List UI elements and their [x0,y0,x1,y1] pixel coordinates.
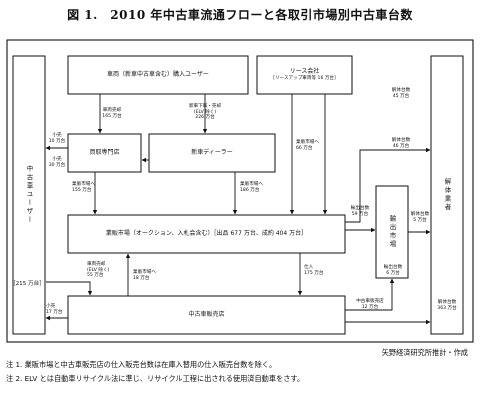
source-credit: 矢野経済研究所推計・作成 [381,348,468,357]
auction-box [67,214,346,254]
flow-user-to-buyer: 車両売却 165 万台 [102,108,122,119]
flow-dealer-to-auction: 業販市場へ 186 万台 [240,182,263,193]
auction-node: 業販市場（オークション、入札会含む）［出品 677 万台、成約 404 万台］ [68,215,345,253]
buyer-shop-node: 買取専門店 [68,134,141,172]
used-user-label: 中古車ユーザー [25,165,33,225]
flow-buyer-to-auction: 業販市場へ 155 万台 [72,182,95,193]
flow-user-to-dealer: 新車下取・売却 (ELV 除く) 226 万台 [188,104,222,121]
flow-used-dealer-to-dismantle: 中古車販売店 12 万台 [356,299,384,310]
note-2: 注 2. ELV とは自動車リサイクル法に準じ、リサイクル工程に出される使用済自… [6,374,305,383]
export-label: 輸出市場 [388,215,396,249]
buyer-shop-box [67,133,142,173]
dismantle-box [430,55,464,335]
buyer-shop-label: 買取専門店 [89,149,120,157]
lease-box [256,55,353,95]
used-user-node: 中古車ユーザー [13,56,45,334]
figure-title: 図 1. 2010 年中古車流通フローと各取引市場別中古車台数 [67,8,413,22]
dealer-box [148,133,276,173]
dismantle-label: 解体業者 [443,178,451,212]
flow-dismantle-total: 解体台数 363 万台 [437,300,457,311]
flow-used-dealer-to-auction: 業販市場へ 18 万台 [133,270,156,281]
auction-label: 業販市場（オークション、入札会含む）［出品 677 万台、成約 404 万台］ [105,230,308,238]
used-user-box [12,55,46,335]
flow-export-to-dismantle: 解体台数 5 万台 [410,212,430,223]
flow-used-user-retail: 小売 17 万台 [46,304,63,315]
arrow-used-dealer-to-export [345,278,395,311]
dismantle-node: 解体業者 [431,56,463,334]
flow-auction-to-dismantle: 解体台数 46 万台 [391,138,411,149]
arrow-auction-to-dismantle [345,147,431,223]
flow-used-dealer-to-export: 輸出台数 6 万台 [383,265,403,276]
export-node: 輸出市場 [376,186,408,278]
flow-used-dealer-from-user: 車両売却 (ELV 除く) 55 万台 [87,262,110,279]
users-box [67,55,249,95]
used-dealer-label: 中古車販売店 [188,311,225,319]
note-1: 注 1. 業販市場と中古車販売店の仕入販売台数は在庫入替用の仕入販売台数を除く。 [6,360,277,369]
flow-auction-to-export: 輸出台数 59 万台 [350,206,370,217]
flow-auction-to-used-dealer: 仕入 175 万台 [304,265,324,276]
lease-node: リース会社 ［リースアップ車両等 16 万台］ [257,56,352,94]
flow-users-to-dismantle: 解体台数 45 万台 [391,88,411,99]
users-node: 車両（新車中古車含む）購入ユーザー [68,56,248,94]
lease-label: リース会社 [289,67,320,75]
flow-buyer-to-used-user: 小売 10 万台 [48,133,66,144]
lease-sub-label: ［リースアップ車両等 16 万台］ [270,76,339,81]
dealer-node: 新車ディーラー [149,134,275,172]
count-215-label: ［215 万台］ [10,281,45,287]
flow-dealer-to-used-user: 小売 30 万台 [48,157,66,168]
dealer-label: 新車ディーラー [191,149,233,157]
used-dealer-box [67,295,346,335]
flow-users-to-auction: 業販市場へ 66 万台 [296,140,319,151]
used-dealer-node: 中古車販売店 [68,296,345,334]
outer-frame [6,39,474,343]
arrow-used-user-to-used-dealer [46,281,93,296]
users-label: 車両（新車中古車含む）購入ユーザー [107,71,209,79]
